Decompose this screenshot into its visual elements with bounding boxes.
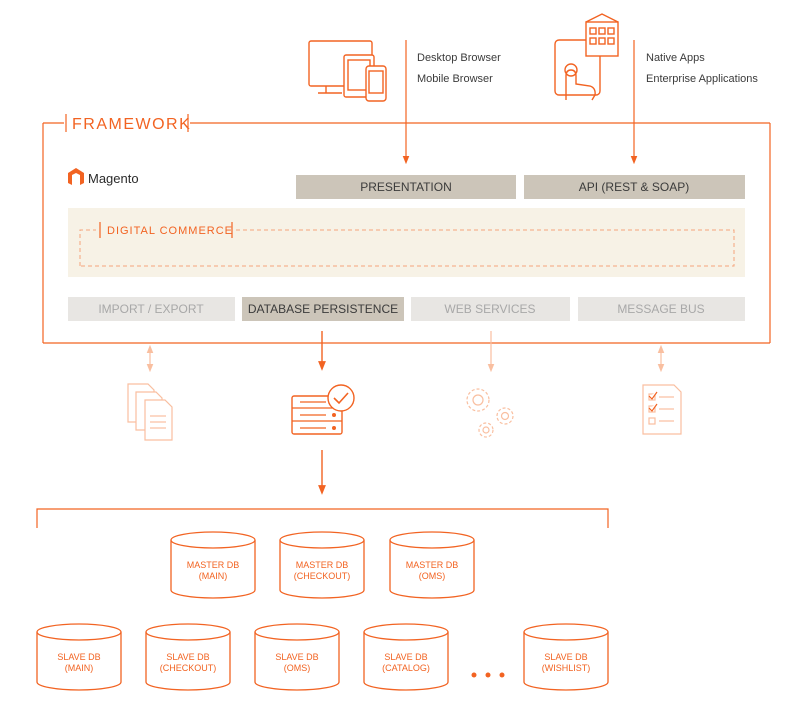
slave-db-top xyxy=(254,623,340,641)
client-label-mobile: Mobile Browser xyxy=(417,73,493,85)
master-db-label-line1: MASTER DB xyxy=(406,560,459,570)
touch-app-icon xyxy=(554,13,619,101)
presentation-layer-bar xyxy=(296,175,516,199)
master-db-group: MASTER DB(MAIN)MASTER DB(CHECKOUT)MASTER… xyxy=(170,531,475,599)
slave-db-cylinder: SLAVE DB(WISHLIST) xyxy=(523,623,609,691)
master-db-top xyxy=(389,531,475,549)
slave-db-label-line1: SLAVE DB xyxy=(544,652,587,662)
database-server-check-icon xyxy=(291,384,355,435)
master-db-top xyxy=(170,531,256,549)
client-label-desktop: Desktop Browser xyxy=(417,52,501,64)
framework-title: FRAMEWORK xyxy=(72,116,191,133)
slave-db-top xyxy=(363,623,449,641)
master-db-body xyxy=(170,540,256,599)
import-export-bar xyxy=(68,297,235,321)
slave-db-label-line1: SLAVE DB xyxy=(57,652,100,662)
slave-db-top xyxy=(36,623,122,641)
slave-db-label-line1: SLAVE DB xyxy=(275,652,318,662)
slave-db-body xyxy=(145,632,231,691)
database-persistence-bar xyxy=(242,297,404,321)
devices-icon xyxy=(308,40,387,102)
master-db-body xyxy=(279,540,365,599)
magento-logo: Magento xyxy=(68,168,139,186)
digital-commerce-label: DIGITAL COMMERCE xyxy=(107,225,233,237)
api-layer-bar xyxy=(524,175,745,199)
master-db-label-line1: MASTER DB xyxy=(296,560,349,570)
slave-db-cylinder: SLAVE DB(CATALOG) xyxy=(363,623,449,691)
digital-commerce-dashed-border xyxy=(79,229,735,267)
master-db-top xyxy=(279,531,365,549)
slave-db-top xyxy=(523,623,609,641)
framework-box xyxy=(42,114,771,344)
slave-db-cylinder: SLAVE DB(CHECKOUT) xyxy=(145,623,231,691)
master-db-label-line2: (CHECKOUT) xyxy=(294,571,351,581)
magento-logo-icon xyxy=(68,168,84,185)
master-db-label-line1: MASTER DB xyxy=(187,560,240,570)
db-cluster-bracket xyxy=(36,508,609,528)
web-services-label: WEB SERVICES xyxy=(444,302,535,316)
slave-db-cylinder: SLAVE DB(MAIN) xyxy=(36,623,122,691)
slave-db-body xyxy=(254,632,340,691)
slave-db-label-line2: (CHECKOUT) xyxy=(160,663,217,673)
slave-db-label-line1: SLAVE DB xyxy=(384,652,427,662)
slave-db-body xyxy=(363,632,449,691)
message-bus-bar xyxy=(578,297,745,321)
slave-db-label-line2: (WISHLIST) xyxy=(542,663,591,673)
slave-db-group: SLAVE DB(MAIN)SLAVE DB(CHECKOUT)SLAVE DB… xyxy=(36,623,609,691)
presentation-layer-label: PRESENTATION xyxy=(360,180,452,194)
slave-db-label-line2: (OMS) xyxy=(284,663,311,673)
slave-db-label-line2: (CATALOG) xyxy=(382,663,430,673)
checklist-icon xyxy=(642,384,682,435)
slave-db-label-line2: (MAIN) xyxy=(65,663,94,673)
slave-db-top xyxy=(145,623,231,641)
master-db-cylinder: MASTER DB(CHECKOUT) xyxy=(279,531,365,599)
gears-icon xyxy=(466,388,514,438)
documents-icon xyxy=(127,383,173,441)
digital-commerce-panel xyxy=(68,208,745,277)
slave-db-body xyxy=(36,632,122,691)
import-export-label: IMPORT / EXPORT xyxy=(98,302,204,316)
master-db-cylinder: MASTER DB(OMS) xyxy=(389,531,475,599)
magento-logo-text: Magento xyxy=(88,171,139,186)
client-label-native: Native Apps xyxy=(646,52,705,64)
slave-db-body xyxy=(523,632,609,691)
database-persistence-label: DATABASE PERSISTENCE xyxy=(248,302,398,316)
slave-db-label-line1: SLAVE DB xyxy=(166,652,209,662)
master-db-label-line2: (OMS) xyxy=(419,571,446,581)
master-db-cylinder: MASTER DB(MAIN) xyxy=(170,531,256,599)
client-label-enterprise: Enterprise Applications xyxy=(646,73,758,85)
api-layer-label: API (REST & SOAP) xyxy=(579,180,689,194)
master-db-label-line2: (MAIN) xyxy=(199,571,228,581)
slave-db-cylinder: SLAVE DB(OMS) xyxy=(254,623,340,691)
message-bus-label: MESSAGE BUS xyxy=(617,302,704,316)
ellipsis-dots xyxy=(471,672,505,678)
web-services-bar xyxy=(411,297,570,321)
master-db-body xyxy=(389,540,475,599)
